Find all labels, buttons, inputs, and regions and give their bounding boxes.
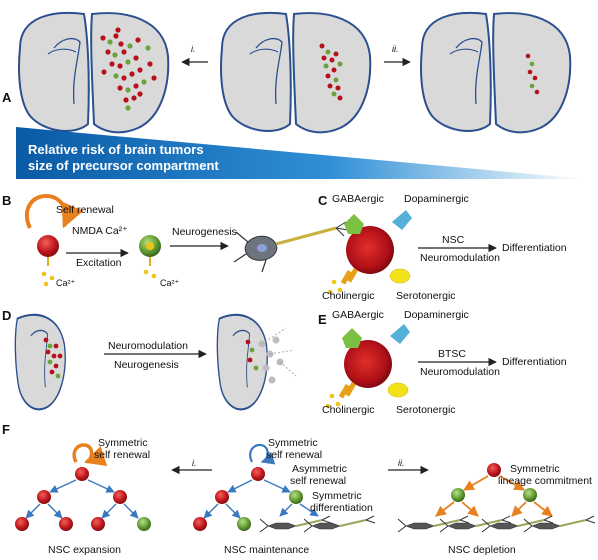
panel-e-graphics bbox=[325, 324, 497, 409]
risk-gradient-banner bbox=[16, 127, 586, 179]
panel-f-left-label-1: Symmetric bbox=[98, 437, 148, 449]
panel-c-gabaergic: GABAergic bbox=[332, 193, 384, 205]
panel-a-brain-right bbox=[420, 11, 572, 134]
panel-d-arrow-top: Neuromodulation bbox=[108, 340, 188, 352]
panel-b-graphics bbox=[24, 193, 349, 287]
ca-right-label: Ca²⁺ bbox=[160, 278, 180, 288]
panel-f-mid-label-5: Symmetric bbox=[312, 490, 362, 502]
panel-label-e: E bbox=[318, 312, 327, 327]
panel-c-graphics bbox=[327, 210, 497, 295]
panel-f-right-caption: NSC depletion bbox=[448, 544, 516, 556]
panel-c-cholinergic: Cholinergic bbox=[322, 290, 375, 302]
panel-f-tree-left bbox=[15, 443, 151, 531]
panel-c-arrow-bottom: Neuromodulation bbox=[420, 252, 500, 264]
panel-label-d: D bbox=[2, 308, 12, 323]
panel-f-mid-caption: NSC maintenance bbox=[224, 544, 310, 556]
panel-f-right-label-1: Symmetric bbox=[510, 463, 560, 475]
panel-a-brain-left-cells bbox=[100, 27, 157, 111]
panel-e-serotonergic: Serotonergic bbox=[396, 404, 456, 416]
neurogenesis-label: Neurogenesis bbox=[172, 226, 237, 238]
panel-d-brain-right bbox=[216, 313, 268, 411]
panel-f-mid-label-6: differentiation bbox=[310, 502, 373, 514]
panel-c-serotonergic: Serotonergic bbox=[396, 290, 456, 302]
panel-f-arrow-left-label: i. bbox=[192, 458, 197, 468]
panel-f-left-label-2: self renewal bbox=[94, 449, 151, 461]
panel-e-arrow-bottom: Neuromodulation bbox=[420, 366, 500, 378]
panel-f-left-caption: NSC expansion bbox=[48, 544, 121, 556]
self-renewal-label: Self renewal bbox=[56, 204, 114, 216]
panel-label-c: C bbox=[318, 193, 328, 208]
panel-f-mid-label-2: self renewal bbox=[266, 449, 323, 461]
panel-c-arrow-top: NSC bbox=[442, 234, 465, 246]
panel-f-arrow-right-label: ii. bbox=[398, 458, 405, 468]
panel-d-brain-left bbox=[14, 313, 66, 411]
ca-left-label: Ca²⁺ bbox=[56, 278, 76, 288]
panel-d-brain-left-cells bbox=[43, 337, 63, 379]
panel-e-arrow-top: BTSC bbox=[438, 348, 467, 360]
panel-e-target: Differentiation bbox=[502, 356, 567, 368]
panel-f-right-label-2: lineage commitment bbox=[498, 475, 592, 487]
panel-a-brain-center-cells bbox=[319, 43, 343, 101]
panel-label-f: F bbox=[2, 422, 10, 437]
panel-f-mid-label-4: self renewal bbox=[290, 475, 347, 487]
banner-line-2: size of precursor compartment bbox=[28, 158, 219, 173]
panel-c-target: Differentiation bbox=[502, 242, 567, 254]
panel-a-brain-center bbox=[220, 11, 372, 134]
panel-label-a: A bbox=[2, 90, 12, 105]
panel-d-brain-right-cells bbox=[245, 327, 297, 384]
panel-f-mid-label-3: Asymmetric bbox=[292, 463, 347, 475]
panel-e-dopaminergic: Dopaminergic bbox=[404, 309, 469, 321]
panel-d-arrow-bottom: Neurogenesis bbox=[114, 359, 179, 371]
banner-line-1: Relative risk of brain tumors bbox=[28, 142, 204, 157]
excitation-label: Excitation bbox=[76, 257, 122, 269]
panel-e-gabaergic: GABAergic bbox=[332, 309, 384, 321]
panel-f-tree-middle bbox=[193, 443, 376, 533]
panel-a-arrow-left-label: i. bbox=[191, 44, 196, 54]
panel-a-brain-right-cells bbox=[525, 53, 540, 95]
panel-e-cholinergic: Cholinergic bbox=[322, 404, 375, 416]
panel-a-arrow-right-label: ii. bbox=[392, 44, 399, 54]
panel-a-brain-left bbox=[18, 11, 170, 134]
nmda-label: NMDA Ca²⁺ bbox=[72, 225, 128, 237]
panel-f-mid-label-1: Symmetric bbox=[268, 437, 318, 449]
panel-f-tree-right bbox=[397, 463, 596, 533]
panel-label-b: B bbox=[2, 193, 12, 208]
panel-c-dopaminergic: Dopaminergic bbox=[404, 193, 469, 205]
